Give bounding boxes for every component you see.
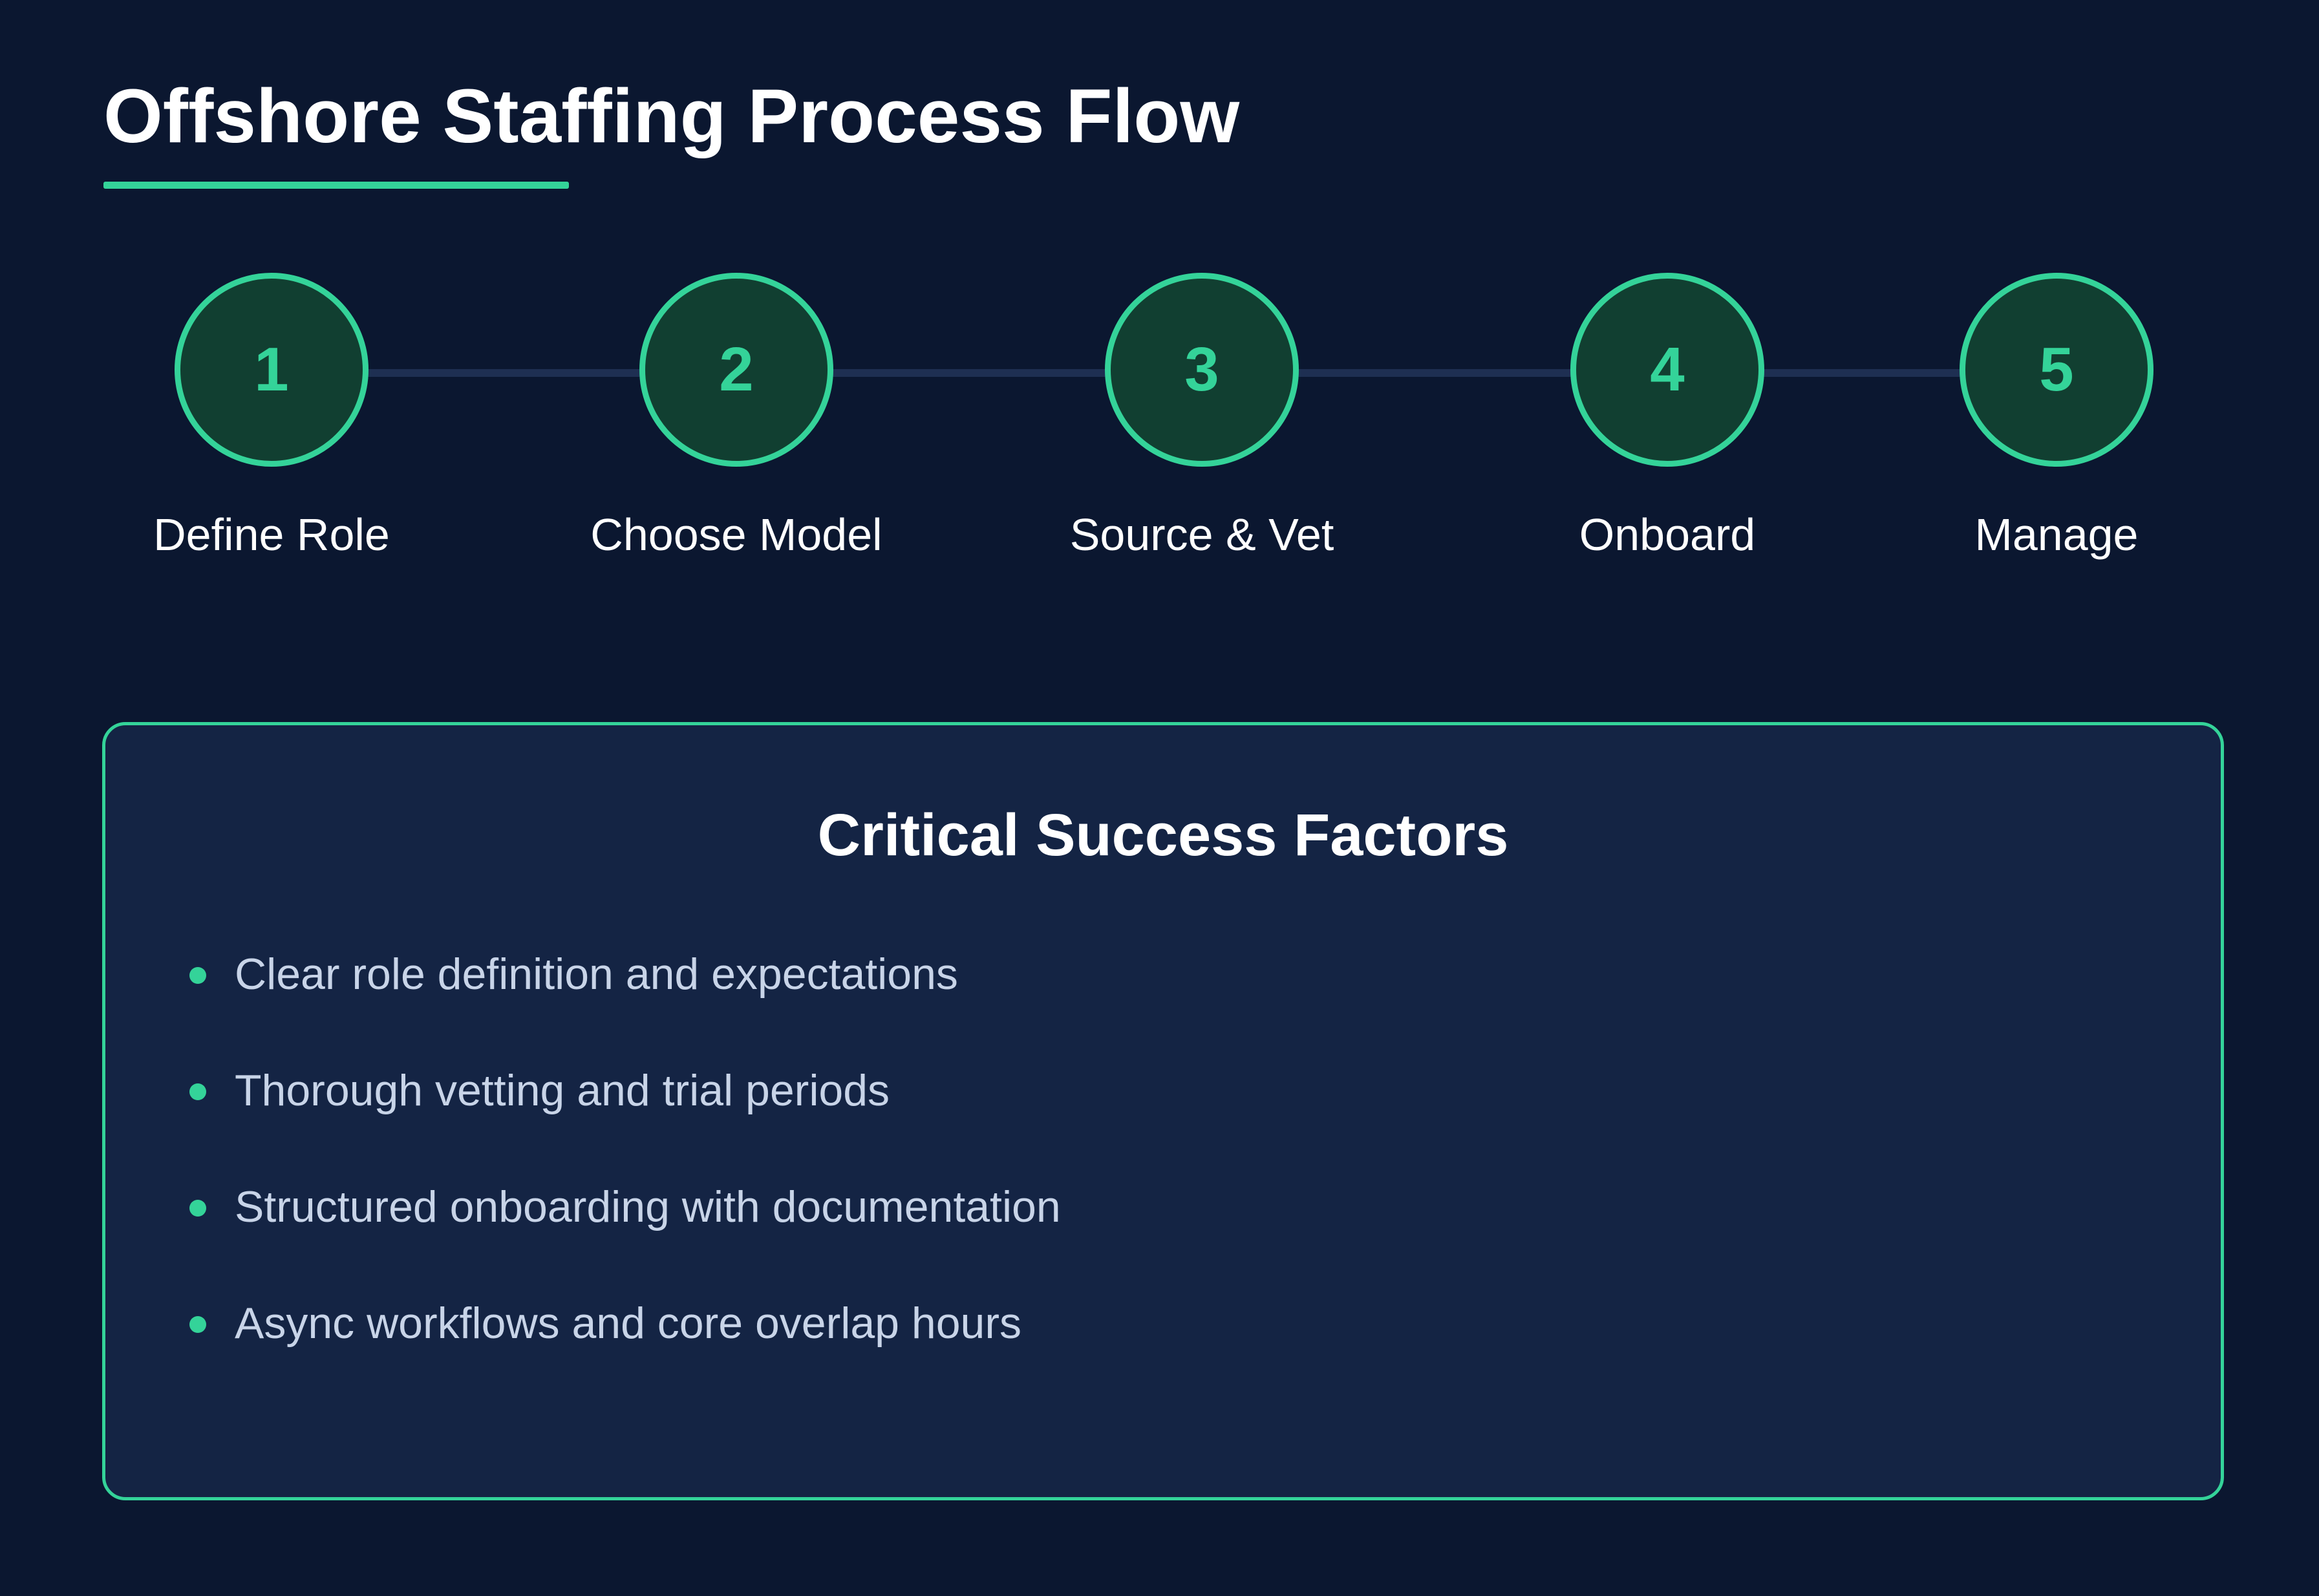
process-step-4: 4 Onboard	[1444, 273, 1897, 583]
list-item: Thorough vetting and trial periods	[105, 1055, 2221, 1171]
success-factors-list: Clear role definition and expectations T…	[105, 939, 2221, 1404]
step-label: Choose Model	[590, 509, 882, 560]
bullet-dot-icon	[189, 1316, 206, 1333]
step-number-circle: 4	[1570, 273, 1764, 467]
success-factors-title: Critical Success Factors	[817, 802, 1509, 868]
title-underline	[103, 182, 569, 189]
factor-text: Structured onboarding with documentation	[235, 1182, 1061, 1231]
step-label: Manage	[1974, 509, 2139, 560]
bullet-dot-icon	[189, 1200, 206, 1217]
step-number-circle: 2	[639, 273, 833, 467]
factor-text: Clear role definition and expectations	[235, 950, 958, 999]
process-step-2: 2 Choose Model	[513, 273, 966, 583]
factor-text: Thorough vetting and trial periods	[235, 1066, 890, 1115]
step-number-circle: 5	[1960, 273, 2153, 467]
list-item: Structured onboarding with documentation	[105, 1171, 2221, 1288]
bullet-dot-icon	[189, 967, 206, 984]
bullet-dot-icon	[189, 1083, 206, 1100]
step-label: Onboard	[1579, 509, 1756, 560]
process-step-5: 5 Manage	[1833, 273, 2286, 583]
step-number-circle: 1	[175, 273, 369, 467]
page-title: Offshore Staffing Process Flow	[103, 74, 1240, 159]
factor-text: Async workflows and core overlap hours	[235, 1299, 1021, 1348]
success-factors-panel: Critical Success Factors Clear role defi…	[102, 722, 2224, 1500]
list-item: Clear role definition and expectations	[105, 939, 2221, 1055]
step-label: Define Role	[153, 509, 390, 560]
step-label: Source & Vet	[1069, 509, 1334, 560]
process-step-1: 1 Define Role	[48, 273, 501, 583]
step-number-circle: 3	[1105, 273, 1299, 467]
process-step-3: 3 Source & Vet	[979, 273, 1431, 583]
list-item: Async workflows and core overlap hours	[105, 1288, 2221, 1404]
